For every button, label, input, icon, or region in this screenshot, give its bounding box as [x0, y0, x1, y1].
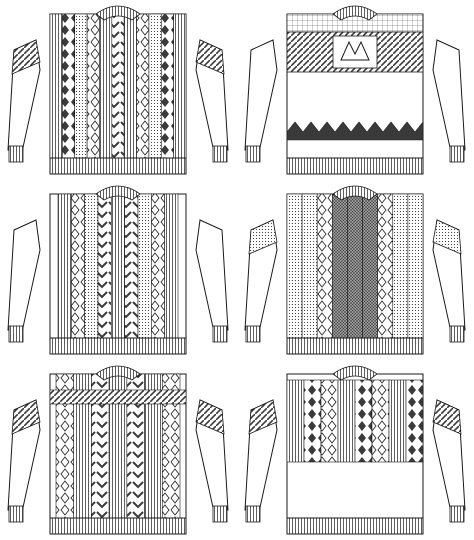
- sweater-back-yoke: [237, 0, 474, 180]
- pattern-stripe: [377, 193, 394, 339]
- pattern-stripe: [301, 193, 318, 339]
- pattern-stripe: [137, 193, 152, 339]
- pattern-stripe: [86, 13, 100, 159]
- pattern-stripe: [286, 379, 305, 463]
- left-shoulder-pattern: [248, 399, 278, 435]
- sweater-front-aran: [0, 360, 237, 540]
- left-sleeve: [7, 219, 41, 333]
- pattern-stripe: [392, 193, 409, 339]
- collar: [95, 365, 141, 381]
- left-cuff: [8, 505, 24, 523]
- sweater-front-vertical: [0, 180, 237, 360]
- right-cuff: [212, 145, 228, 163]
- sweater-back-yoke-2: [237, 360, 474, 540]
- yoke-center-motif: [332, 35, 378, 69]
- right-cuff: [212, 325, 228, 343]
- left-sleeve: [244, 39, 278, 153]
- pattern-stripe: [49, 13, 63, 159]
- left-cuff: [245, 505, 261, 523]
- right-cuff: [449, 505, 465, 523]
- pattern-stripe: [407, 193, 424, 339]
- pattern-stripe: [148, 13, 162, 159]
- yoke-top-band: [286, 13, 424, 33]
- collar: [332, 5, 378, 21]
- waistband: [49, 517, 187, 535]
- right-shoulder-pattern: [195, 39, 225, 75]
- pattern-stripe: [74, 13, 88, 159]
- pattern-stripe: [123, 13, 137, 159]
- pattern-stripe: [316, 193, 333, 339]
- waistband: [49, 337, 187, 355]
- sweater-back-yoke-drawing: [244, 5, 466, 175]
- pattern-stripe: [84, 193, 99, 339]
- sweater-front-vertical-drawing: [7, 185, 229, 355]
- left-cuff: [8, 325, 24, 343]
- chest-diagonal-band: [49, 389, 187, 405]
- pattern-stripe: [286, 193, 303, 339]
- pattern-stripe: [97, 193, 112, 339]
- right-shoulder-pattern: [432, 219, 462, 255]
- pattern-stripe: [320, 379, 339, 463]
- pattern-stripe: [151, 193, 165, 339]
- pattern-stripe: [173, 13, 187, 159]
- pattern-stripe: [62, 13, 76, 159]
- right-shoulder-pattern: [432, 399, 462, 435]
- right-cuff: [449, 145, 465, 163]
- sweater-back-yoke-2-drawing: [244, 365, 466, 535]
- left-shoulder-pattern: [248, 219, 278, 255]
- waistband: [49, 157, 187, 175]
- right-shoulder-pattern: [195, 399, 225, 435]
- pattern-stripe: [124, 193, 139, 339]
- right-cuff: [449, 325, 465, 343]
- star-motif: [340, 40, 370, 61]
- pattern-stripe: [164, 193, 179, 339]
- sweater-front-aran-drawing: [7, 365, 229, 535]
- left-cuff: [8, 145, 24, 163]
- pattern-stripe: [405, 379, 424, 463]
- pattern-stripe: [99, 13, 113, 159]
- pattern-stripe: [57, 193, 72, 339]
- pattern-stripe: [362, 193, 378, 339]
- pattern-stripe: [347, 193, 363, 339]
- collar: [95, 185, 141, 201]
- left-cuff: [245, 325, 261, 343]
- pattern-stripe: [337, 379, 356, 463]
- pattern-stripe: [111, 193, 125, 339]
- pattern-stripe: [332, 193, 348, 339]
- waistband: [286, 337, 424, 355]
- collar: [95, 5, 141, 21]
- collar: [332, 365, 378, 381]
- pattern-stripe: [160, 13, 174, 159]
- pattern-stripe: [136, 13, 150, 159]
- pattern-stripe: [388, 379, 407, 463]
- right-cuff: [212, 505, 228, 523]
- left-cuff: [245, 145, 261, 163]
- sweater-front-allover-drawing: [7, 5, 229, 175]
- pattern-stripe: [71, 193, 85, 339]
- sweater-front-allover: [0, 0, 237, 180]
- sweater-back-vertical-drawing: [244, 185, 466, 355]
- sweater-back-vertical: [237, 180, 474, 360]
- left-shoulder-pattern: [11, 399, 41, 435]
- pattern-stripe: [111, 13, 125, 159]
- pattern-stripe: [303, 379, 322, 463]
- pattern-stripe: [354, 379, 373, 463]
- waistband: [286, 157, 424, 175]
- left-shoulder-pattern: [11, 39, 41, 75]
- waistband: [286, 517, 424, 535]
- right-sleeve: [195, 219, 229, 333]
- right-sleeve: [432, 39, 466, 153]
- zigzag-border: [286, 121, 424, 141]
- collar: [332, 185, 378, 201]
- pattern-stripe: [371, 379, 390, 463]
